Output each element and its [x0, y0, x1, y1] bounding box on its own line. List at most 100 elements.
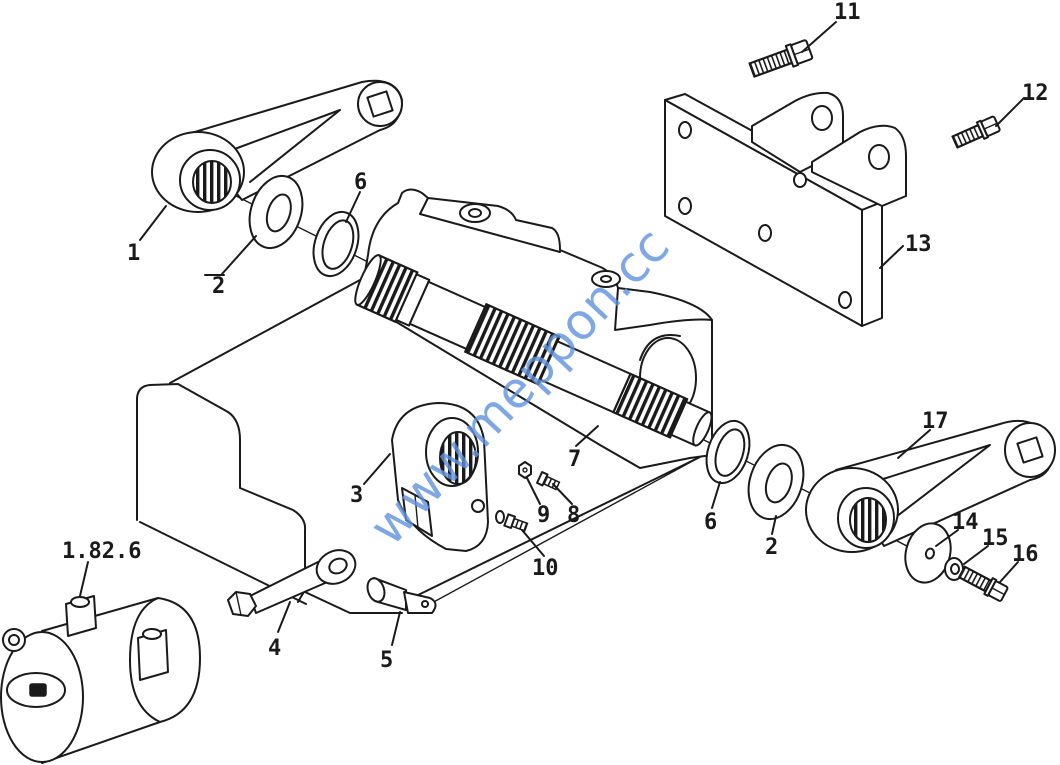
housing-boss-left	[459, 203, 491, 223]
housing-bore-rim	[639, 334, 681, 361]
housing-boss-left-hole	[468, 208, 482, 218]
bolt-head-edge	[983, 122, 998, 130]
leader-5	[391, 611, 401, 646]
washer-inner	[764, 462, 793, 504]
callout-14: 14	[952, 510, 979, 535]
lever-arm-rib	[231, 109, 341, 183]
shaft-left-end	[354, 254, 382, 306]
part-2-washer-left	[248, 174, 304, 250]
leader-4	[277, 601, 291, 633]
pin-end-face	[366, 577, 386, 603]
leader-6-right	[711, 481, 721, 509]
small-hex-nut-hole	[522, 467, 528, 473]
part-10-screw	[503, 513, 529, 532]
part-6-seal-right	[705, 419, 751, 485]
callout-1: 1	[127, 241, 140, 266]
housing-top-ridge	[419, 197, 561, 253]
leader-1-82-6	[79, 561, 89, 597]
plate-hole-bottom-right	[838, 291, 852, 309]
bolt-thread	[957, 565, 993, 593]
shaft-right-end-face	[692, 411, 713, 447]
callout-9: 9	[537, 503, 550, 528]
part-8-screw	[536, 471, 561, 491]
bolt-thread	[951, 123, 985, 149]
lever-arm-splined-bore	[849, 497, 887, 543]
callout-5: 5	[380, 648, 393, 673]
lever-arm-splined-bore	[192, 160, 232, 204]
part-7-splined-shaft	[354, 254, 713, 447]
plate-hole-bottom-left	[678, 197, 692, 215]
housing-base-plate-outline	[136, 383, 307, 603]
washer-hole	[924, 547, 936, 560]
callout-6-right: 6	[704, 510, 717, 535]
part-6-seal-left	[312, 210, 360, 278]
lever-arm-end-square	[366, 90, 394, 118]
part-1-82-6-cylinder-assembly	[0, 595, 201, 764]
leader-11	[801, 21, 837, 53]
callout-10: 10	[532, 556, 559, 581]
leader-12	[995, 97, 1025, 127]
small-washer	[495, 510, 505, 524]
callout-17: 17	[922, 409, 949, 434]
leader-6-left	[345, 191, 361, 223]
callout-6-left: 6	[354, 170, 367, 195]
housing-back-top-edge	[169, 279, 361, 384]
leader-13	[879, 245, 904, 269]
callout-1-82-6: 1.82.6	[62, 539, 141, 564]
part-2-washer-right	[747, 443, 805, 521]
plate-lug-back-hole	[811, 105, 833, 131]
leader-7	[575, 425, 599, 447]
cylinder-front-key	[29, 683, 47, 697]
part-4-rod	[227, 549, 403, 617]
cam-lever-pin-hole	[471, 499, 485, 513]
rod-bracket-line	[304, 591, 403, 614]
part-15-lock-washer	[944, 557, 964, 581]
cylinder-side-lug-hole	[142, 628, 162, 640]
plate-lug-front-hole	[868, 144, 890, 170]
screw-thread	[510, 517, 529, 532]
rod-hex-tip	[227, 591, 257, 617]
cylinder-rear-edge	[129, 597, 161, 723]
part-12-bolt	[951, 115, 1001, 149]
leader-10	[521, 529, 545, 557]
leader-3	[363, 453, 391, 485]
bolt-head-edge	[991, 587, 1005, 596]
callout-2-right: 2	[765, 535, 778, 560]
callout-11: 11	[834, 0, 861, 25]
leader-9	[526, 477, 541, 505]
leader-2-left	[221, 235, 257, 275]
rod-end-eye-hole	[328, 557, 348, 575]
plate-side-face	[861, 201, 883, 327]
leader-16	[999, 561, 1019, 583]
part-16-bolt	[957, 565, 1009, 602]
leader-8	[552, 483, 573, 505]
rod-hex-edge	[235, 591, 242, 616]
pin-tab	[403, 591, 437, 614]
callout-15: 15	[982, 526, 1009, 551]
housing-bottom-right-edge	[411, 456, 701, 599]
leader-17	[897, 429, 931, 459]
callout-8: 8	[567, 503, 580, 528]
cam-lever-slot-edge	[414, 494, 419, 529]
callout-16: 16	[1012, 542, 1039, 567]
center-line-pin	[429, 456, 701, 605]
leader-14	[935, 529, 959, 547]
lever-arm-end-square	[1016, 436, 1044, 464]
part-5-pin	[366, 577, 437, 614]
cylinder-top-lug-hole	[70, 596, 90, 608]
lever-arm-rib	[879, 444, 991, 521]
part-9-nut	[495, 461, 532, 524]
callout-3: 3	[350, 483, 363, 508]
leader-2-right	[771, 515, 777, 535]
part-11-bolt	[748, 39, 814, 78]
leader-15	[963, 545, 989, 565]
plate-lug-pin-hole	[793, 172, 807, 188]
small-hex-nut	[518, 461, 532, 479]
leader-lines	[79, 21, 1025, 646]
callout-4: 4	[268, 636, 281, 661]
part-13-mounting-plate	[664, 91, 907, 327]
part-3-cam-lever	[391, 402, 489, 552]
plate-hole-center	[758, 224, 772, 242]
pin-tab-hole	[421, 600, 429, 608]
